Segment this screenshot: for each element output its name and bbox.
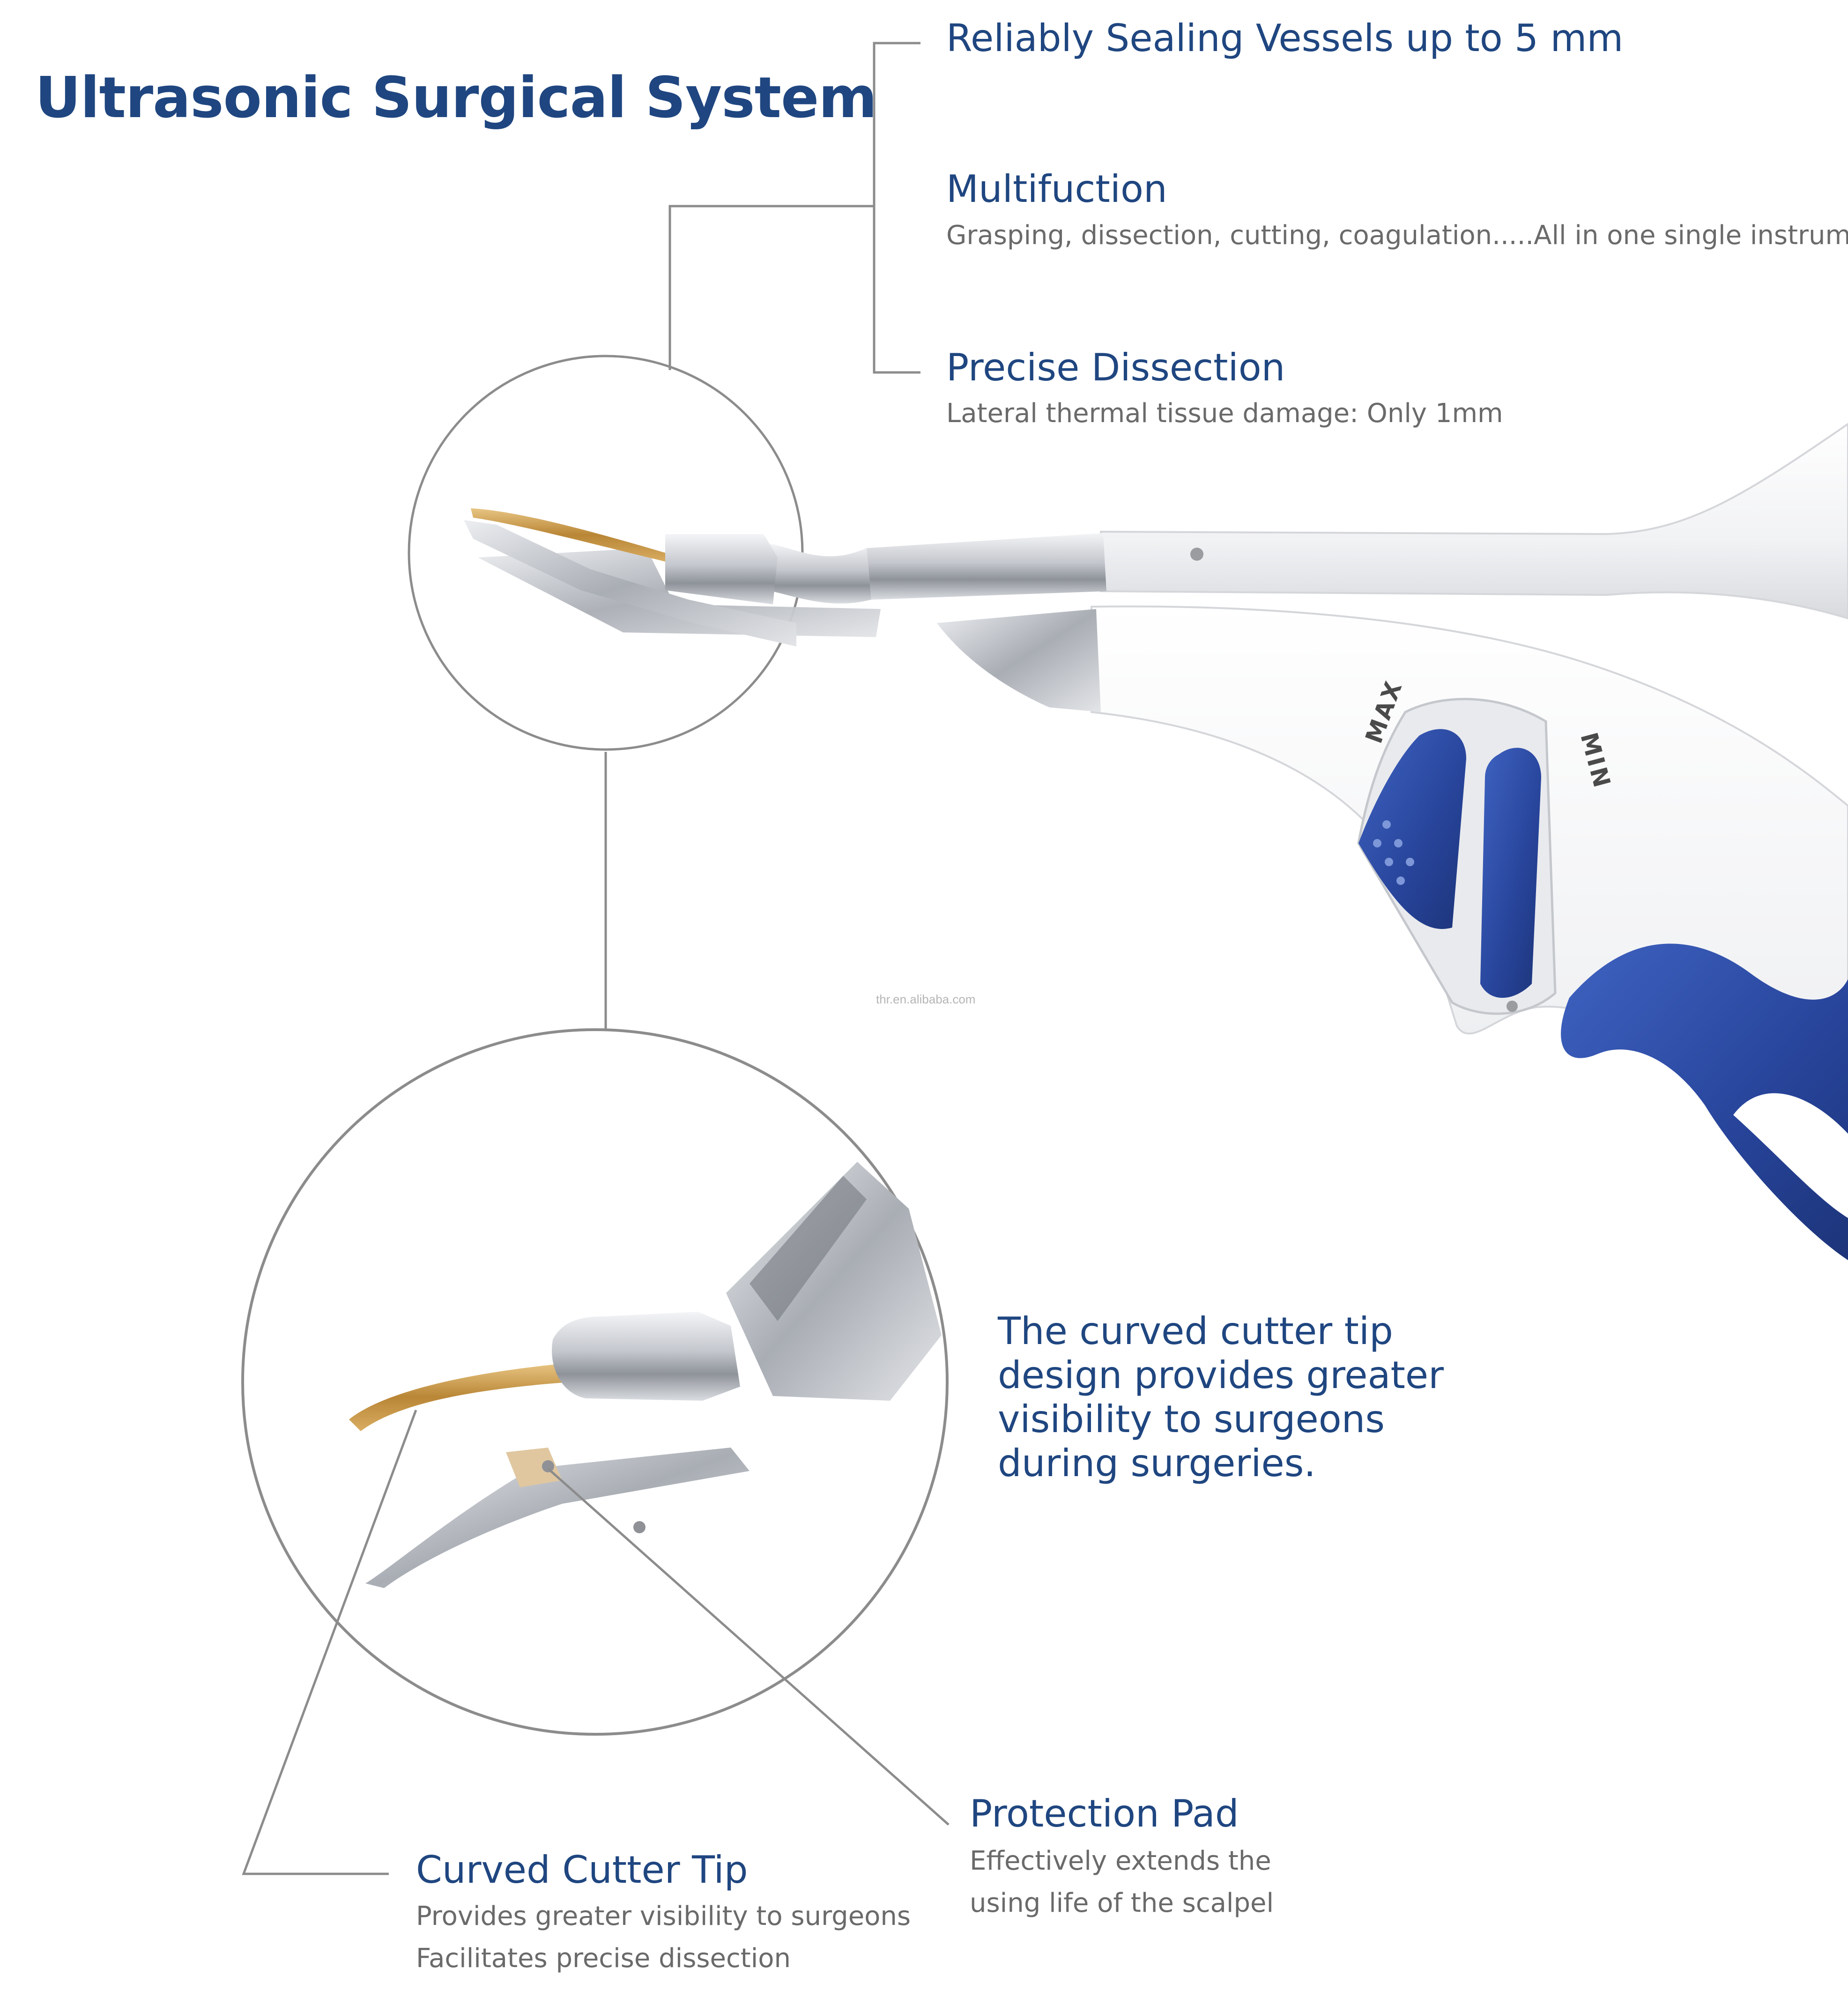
feature-bracket [668, 42, 920, 374]
tip-statement-line: during surgeries. [998, 1441, 1316, 1485]
feature-precise-description: Lateral thermal tissue damage: Only 1mm [946, 398, 1503, 429]
watermark: thr.en.alibaba.com [876, 992, 976, 1006]
protection-pad-heading: Protection Pad [970, 1792, 1239, 1835]
tip-statement-line: visibility to surgeons [998, 1397, 1385, 1441]
curved-tip-line: Facilitates precise dissection [416, 1943, 791, 1974]
tip-statement-line: design provides greater [998, 1353, 1444, 1397]
feature-precise-heading: Precise Dissection [946, 346, 1285, 389]
protection-pad-line: Effectively extends the [970, 1846, 1271, 1876]
jaw-detail-large [241, 1028, 949, 1736]
page-title: Ultrasonic Surgical System [35, 66, 877, 131]
feature-multifunction-description: Grasping, dissection, cutting, coagulati… [946, 220, 1848, 251]
callout-lines [242, 1410, 950, 1875]
device-handpiece [867, 423, 1848, 1260]
curved-tip-line: Provides greater visibility to surgeons [416, 1901, 911, 1931]
curved-tip-heading: Curved Cutter Tip [416, 1848, 748, 1892]
feature-multifunction-heading: Multifuction [946, 167, 1167, 211]
jaw-detail-small [408, 355, 881, 751]
feature-sealing-heading: Reliably Sealing Vessels up to 5 mm [946, 16, 1624, 60]
tip-statement: The curved cutter tip design provides gr… [998, 1309, 1444, 1486]
tip-statement-line: The curved cutter tip [998, 1309, 1393, 1353]
protection-pad-line: using life of the scalpel [970, 1888, 1274, 1918]
